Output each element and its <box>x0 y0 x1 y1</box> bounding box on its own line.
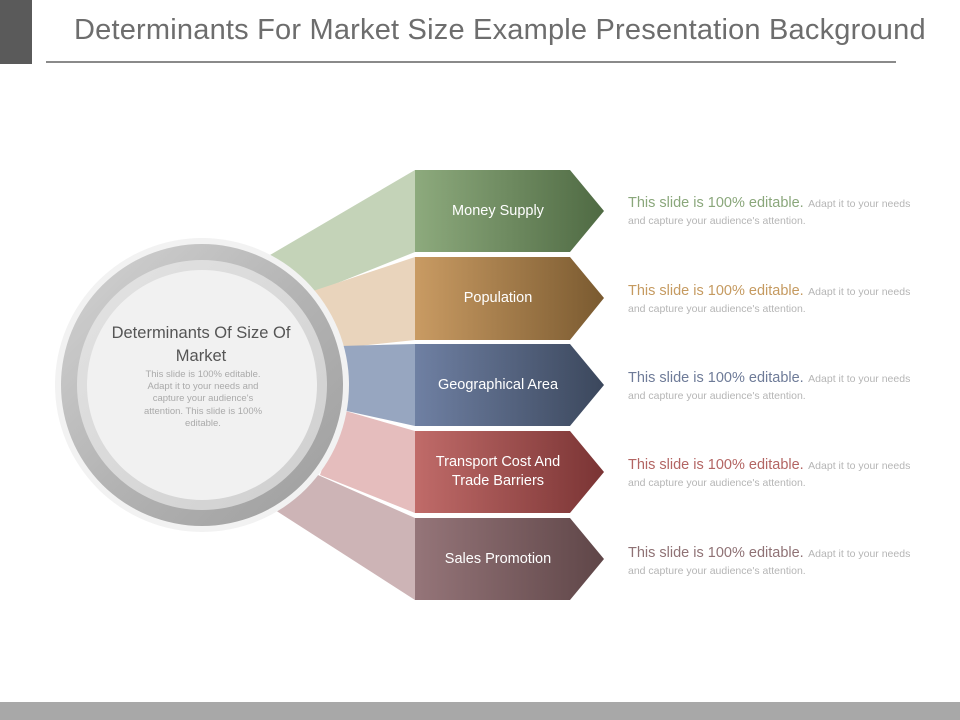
arrow-label-sales-promotion: Sales Promotion <box>444 550 552 567</box>
arrow-money-supply <box>415 170 604 252</box>
description-population: This slide is 100% editable. Adapt it to… <box>628 283 928 317</box>
description-rest: Adapt it to your needs and capture your … <box>628 373 911 402</box>
arrow-label-population: Population <box>463 290 533 306</box>
description-rest: Adapt it to your needs and capture your … <box>628 286 911 315</box>
center-title: Determinants Of Size Of Market <box>111 324 291 365</box>
description-lead: This slide is 100% editable. <box>628 457 804 473</box>
arrow-geographical-area <box>415 344 604 426</box>
description-geographical-area: This slide is 100% editable. Adapt it to… <box>628 370 928 404</box>
center-body-text: This slide is 100% editable. Adapt it to… <box>143 369 263 429</box>
description-lead: This slide is 100% editable. <box>628 370 804 386</box>
slide-title: Determinants For Market Size Example Pre… <box>74 14 926 46</box>
description-rest: Adapt it to your needs and capture your … <box>628 460 911 489</box>
arrow-label-geographical-area: Geographical Area <box>437 376 559 393</box>
wedge-transport-cost <box>320 410 415 513</box>
description-lead: This slide is 100% editable. <box>628 195 804 211</box>
description-rest: Adapt it to your needs and capture your … <box>628 198 911 227</box>
description-money-supply: This slide is 100% editable. Adapt it to… <box>628 195 928 229</box>
wedge-sales-promotion <box>275 475 415 600</box>
description-sales-promotion: This slide is 100% editable. Adapt it to… <box>628 545 928 579</box>
description-lead: This slide is 100% editable. <box>628 545 804 561</box>
footer-bar <box>0 702 960 720</box>
corner-accent-block <box>0 0 32 64</box>
title-divider <box>46 61 896 63</box>
description-lead: This slide is 100% editable. <box>628 283 804 299</box>
arrow-label-money-supply: Money Supply <box>452 202 544 219</box>
arrow-sales-promotion <box>415 518 604 600</box>
arrow-transport-cost <box>415 431 604 513</box>
description-transport-cost: This slide is 100% editable. Adapt it to… <box>628 457 928 491</box>
arrow-population <box>415 257 604 340</box>
description-rest: Adapt it to your needs and capture your … <box>628 548 911 577</box>
arrow-label-transport-cost: Transport Cost And Trade Barriers <box>435 454 561 489</box>
center-disc <box>87 270 317 500</box>
wedge-money-supply <box>270 170 415 292</box>
wedge-geographical-area <box>340 344 415 426</box>
